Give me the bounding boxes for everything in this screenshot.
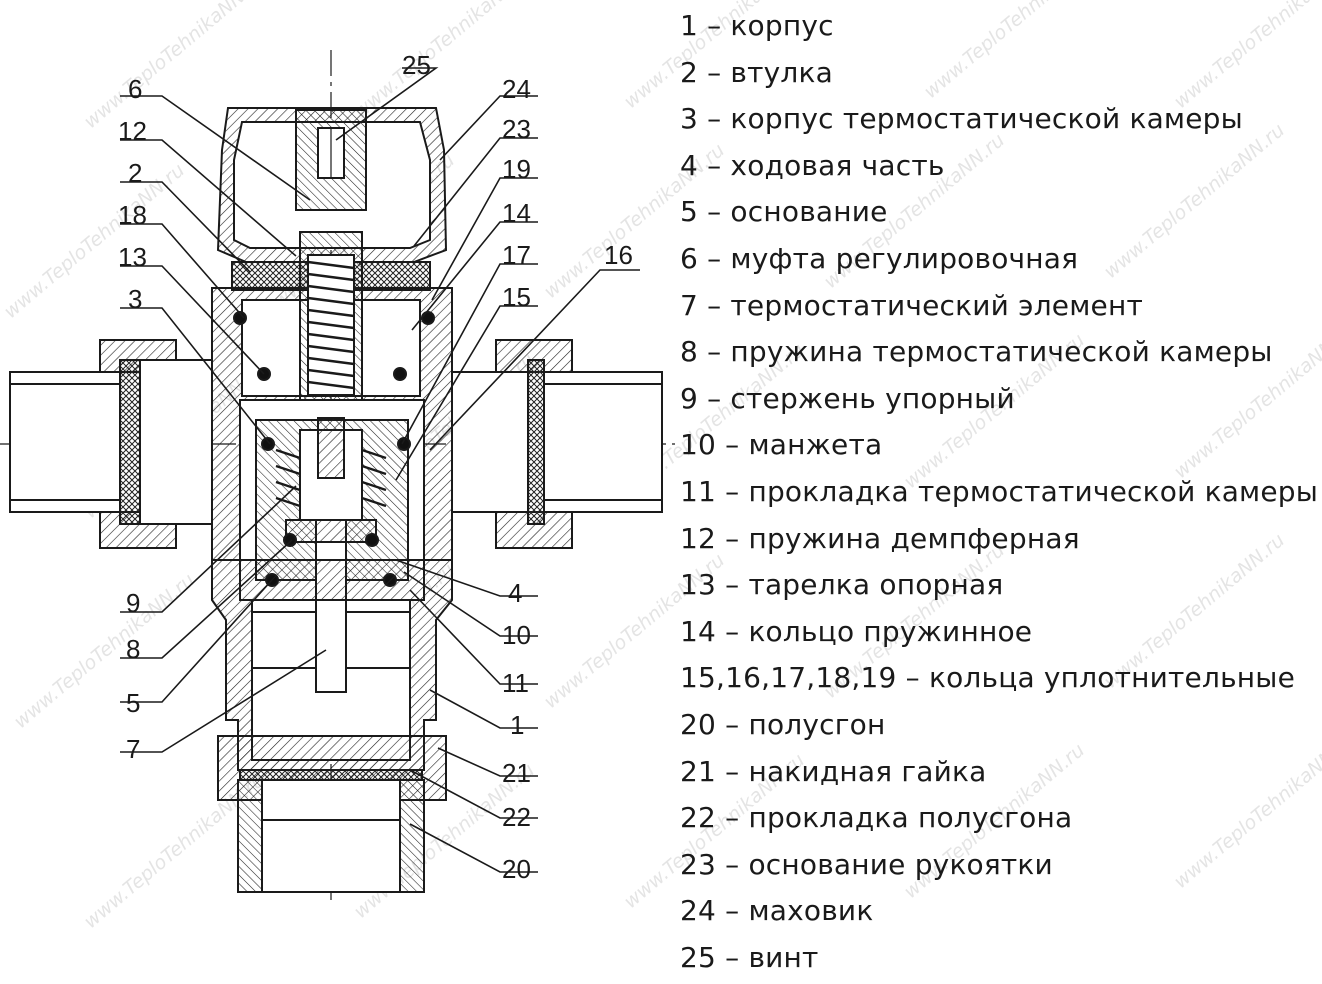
legend-item: 13 – тарелка опорная [680, 565, 1320, 612]
valve-section-drawing: 25 6 12 2 18 13 3 24 23 19 14 17 15 16 9… [0, 50, 675, 900]
legend-number: 15,16,17,18,19 [680, 661, 897, 695]
legend-text: – накидная гайка [725, 754, 987, 788]
legend-item: 4 – ходовая часть [680, 146, 1320, 193]
callout-16: 16 [604, 240, 633, 270]
callout-4: 4 [508, 578, 522, 608]
callout-6: 6 [128, 74, 142, 104]
legend-text: – муфта регулировочная [707, 241, 1079, 275]
legend-text: – прокладка полусгона [725, 801, 1073, 835]
legend-text: – корпус [707, 9, 834, 42]
legend-item: 6 – муфта регулировочная [680, 239, 1320, 286]
legend-number: 24 [680, 894, 717, 928]
legend-item: 1 – корпус [680, 6, 1320, 53]
callout-2: 2 [128, 158, 142, 188]
legend-number: 12 [680, 521, 717, 555]
callout-23: 23 [502, 114, 531, 144]
callout-18: 18 [118, 200, 147, 230]
valve-body [0, 50, 675, 900]
legend-item: 7 – термостатический элемент [680, 286, 1320, 333]
legend-number: 1 [680, 9, 699, 42]
legend-item: 25 – винт [680, 938, 1320, 984]
legend-item: 22 – прокладка полусгона [680, 798, 1320, 845]
legend-text: – кольцо пружинное [725, 614, 1033, 648]
legend-text: – основание [707, 195, 888, 229]
legend-text: – термостатический элемент [707, 288, 1143, 322]
legend-item: 5 – основание [680, 192, 1320, 239]
callout-15: 15 [502, 282, 531, 312]
leader-lines [120, 67, 640, 873]
legend-text: – винт [725, 940, 819, 974]
legend-number: 23 [680, 847, 717, 881]
callout-10: 10 [502, 620, 531, 650]
legend-item: 10 – манжета [680, 425, 1320, 472]
legend-text: – ходовая часть [707, 148, 945, 182]
legend-number: 25 [680, 940, 717, 974]
legend-number: 20 [680, 707, 717, 741]
legend-number: 7 [680, 288, 699, 322]
legend-text: – полусгон [725, 707, 886, 741]
legend-item: 2 – втулка [680, 53, 1320, 100]
callout-8: 8 [126, 634, 140, 664]
legend-item: 15,16,17,18,19 – кольца уплотнительные [680, 658, 1320, 705]
legend-item: 21 – накидная гайка [680, 752, 1320, 799]
callout-3-label: 3 [128, 284, 142, 314]
legend-item: 12 – пружина демпферная [680, 519, 1320, 566]
legend-number: 13 [680, 568, 717, 602]
legend-number: 14 [680, 614, 717, 648]
legend-item: 11 – прокладка термостатической камеры [680, 472, 1320, 519]
callout-19: 19 [502, 154, 531, 184]
legend-number: 6 [680, 241, 699, 275]
legend-item: 14 – кольцо пружинное [680, 612, 1320, 659]
callout-25: 25 [402, 50, 431, 80]
callout-7: 7 [126, 734, 140, 764]
legend-number: 8 [680, 335, 699, 369]
legend-text: – прокладка термостатической камеры [725, 474, 1319, 508]
legend-number: 2 [680, 55, 699, 89]
legend-number: 21 [680, 754, 717, 788]
legend-item: 24 – маховик [680, 891, 1320, 938]
callout-17: 17 [502, 240, 531, 270]
legend-text: – втулка [707, 55, 833, 89]
callout-1: 1 [510, 710, 524, 740]
legend-item: 20 – полусгон [680, 705, 1320, 752]
legend-text: – пружина демпферная [725, 521, 1080, 555]
callout-12: 12 [118, 116, 147, 146]
legend-text: – маховик [725, 894, 874, 928]
callout-14: 14 [502, 198, 531, 228]
callout-22: 22 [502, 802, 531, 832]
callout-labels: 25 6 12 2 18 13 3 24 23 19 14 17 15 16 9… [118, 50, 633, 884]
callout-13: 13 [118, 242, 147, 272]
callout-9: 9 [126, 588, 140, 618]
legend-text: – стержень упорный [707, 381, 1015, 415]
callout-11: 11 [502, 668, 529, 698]
legend-number: 9 [680, 381, 699, 415]
legend-number: 4 [680, 148, 699, 182]
legend-number: 3 [680, 102, 699, 136]
callout-5: 5 [126, 688, 140, 718]
legend-item: 8 – пружина термостатической камеры [680, 332, 1320, 379]
legend-item: 9 – стержень упорный [680, 379, 1320, 426]
callout-21: 21 [502, 758, 531, 788]
legend-text: – тарелка опорная [725, 568, 1004, 602]
callout-24: 24 [502, 74, 531, 104]
legend-item: 23 – основание рукоятки [680, 845, 1320, 892]
legend-number: 10 [680, 428, 717, 462]
legend-number: 5 [680, 195, 699, 229]
callout-20: 20 [502, 854, 531, 884]
legend-text: – пружина термостатической камеры [707, 335, 1273, 369]
legend-item: 3 – корпус термостатической камеры [680, 99, 1320, 146]
legend-text: – основание рукоятки [725, 847, 1053, 881]
legend-number: 11 [680, 474, 717, 508]
legend-number: 22 [680, 801, 717, 835]
legend-text: – манжета [725, 428, 883, 462]
legend-text: – корпус термостатической камеры [707, 102, 1243, 136]
legend-text: – кольца уплотнительные [905, 661, 1296, 695]
